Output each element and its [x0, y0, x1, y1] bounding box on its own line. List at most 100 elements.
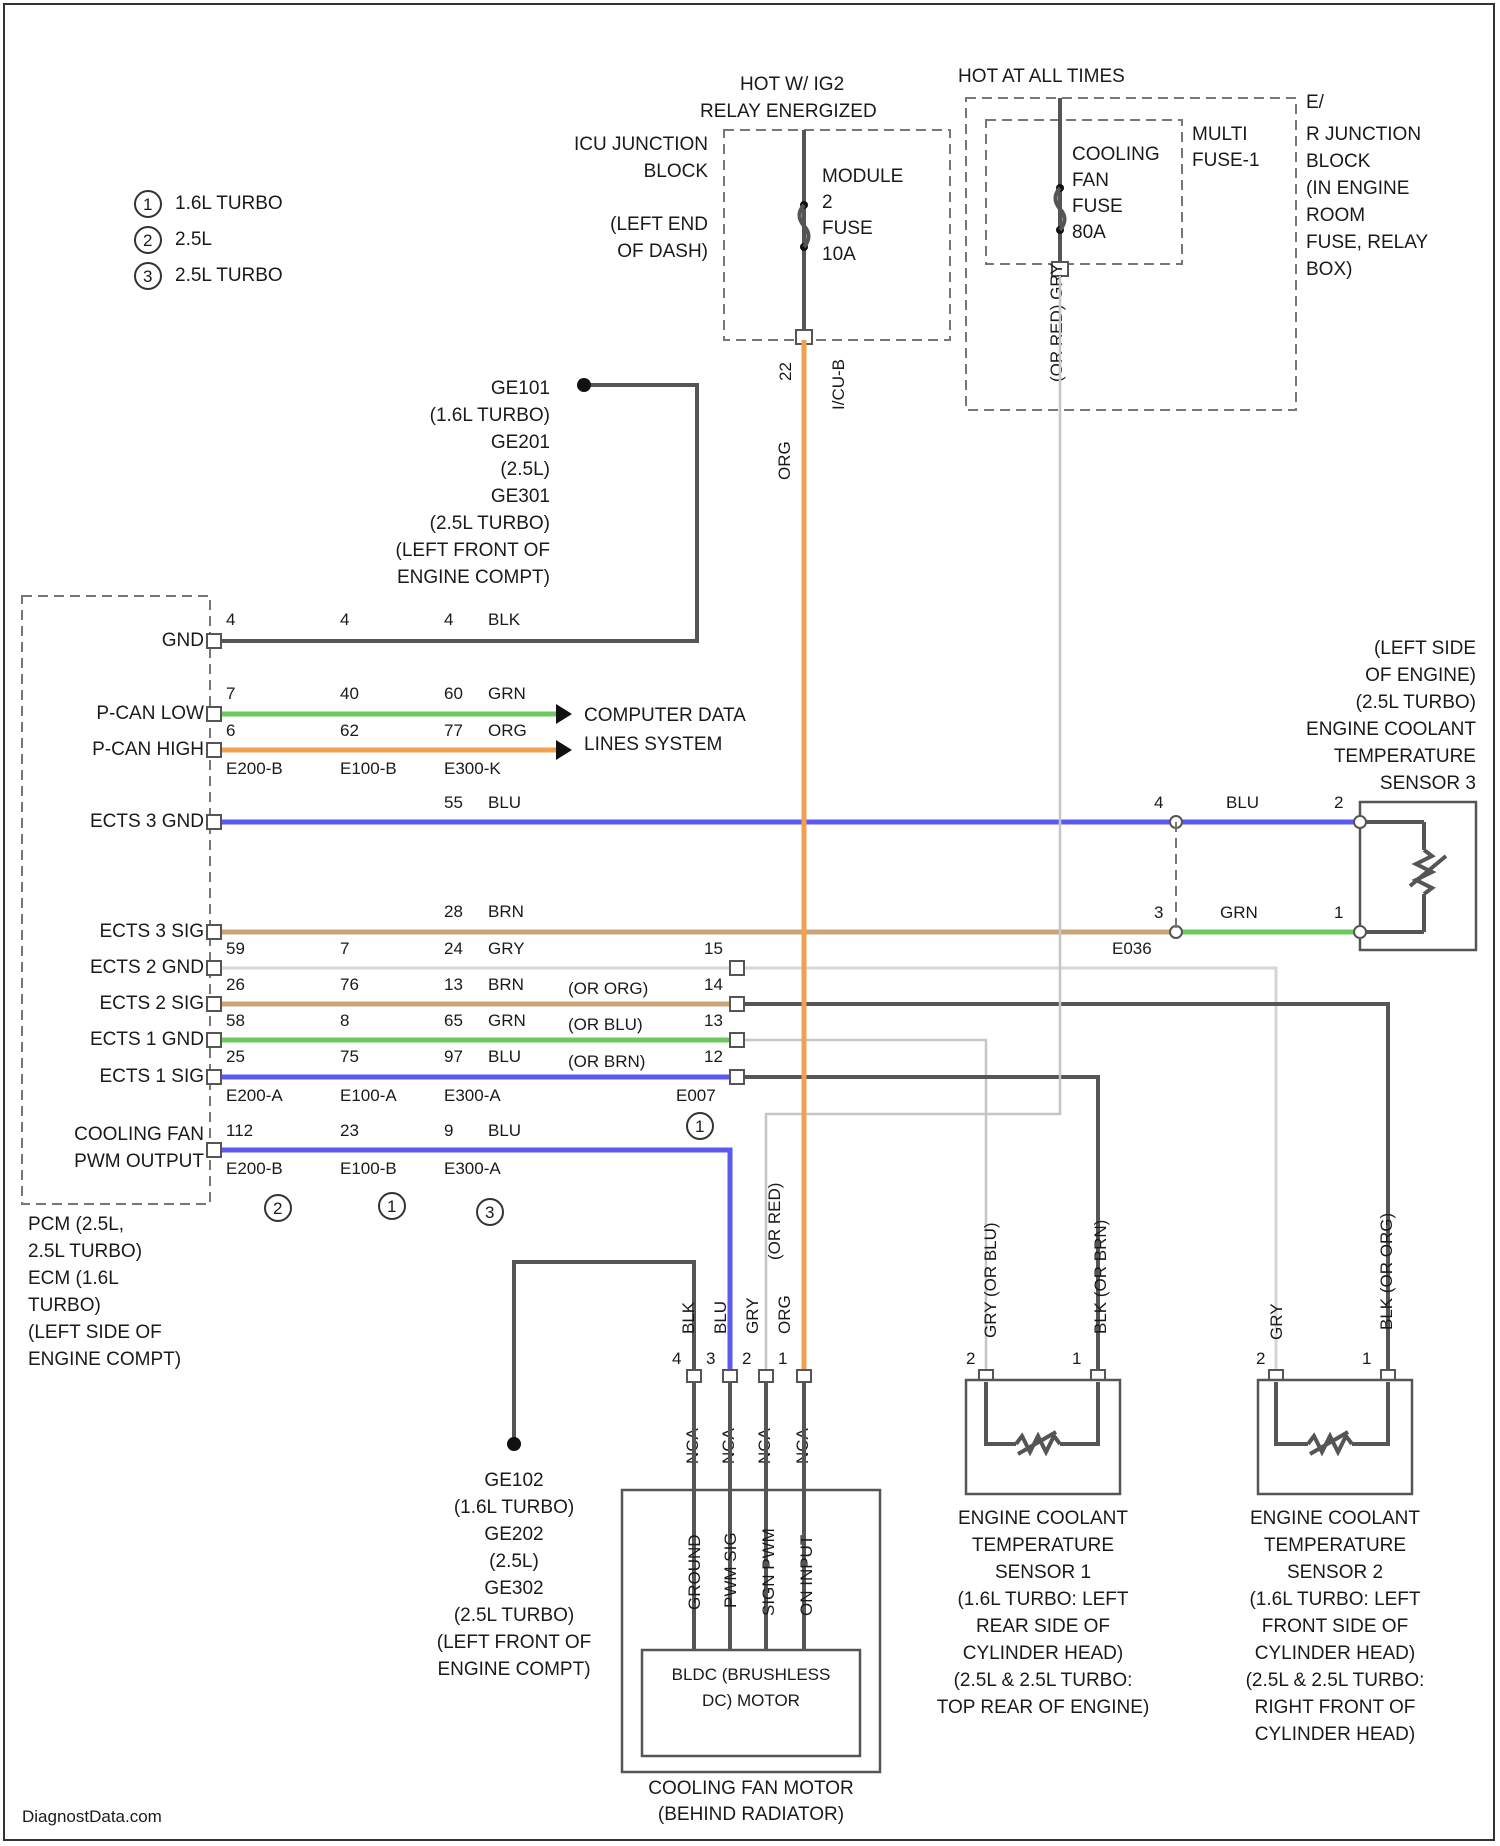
ground-top-label: GE101 (1.6L TURBO) GE201 (2.5L) GE301 (2… — [396, 378, 550, 588]
pcm-row-ects2-gnd-label: ECTS 2 GND — [90, 957, 204, 978]
pcm-row-pcan-high-color: ORG — [488, 721, 527, 740]
pcm-row-ects1-sig-p2: 75 — [340, 1047, 359, 1066]
sensor1-pin-2: 2 — [966, 1349, 975, 1368]
legend-num-3: 3 — [143, 267, 152, 286]
conn-a-1: E200-B — [226, 759, 283, 778]
pcm-row-pcan-high-p3: 77 — [444, 721, 463, 740]
sensor3-label-5: TEMPERATURE — [1334, 746, 1476, 767]
ground-top-8: ENGINE COMPT) — [397, 567, 550, 588]
fan-fuse-label-4: 80A — [1072, 222, 1106, 243]
fan-fuse-label-1: COOLING — [1072, 144, 1160, 165]
sensor2-label-7: (2.5L & 2.5L TURBO: — [1246, 1670, 1425, 1691]
pcm-row-pcan-high-label: P-CAN HIGH — [92, 739, 204, 760]
marker-e007: 1 — [695, 1117, 704, 1136]
fan-pin-1: 1 — [778, 1349, 787, 1368]
legend-num-2: 2 — [143, 231, 152, 250]
sensor2-label-6: CYLINDER HEAD) — [1255, 1643, 1415, 1664]
pcm-row-ects1-sig-p1: 25 — [226, 1047, 245, 1066]
fan-term-sign-pwm: SIGN PWM — [759, 1528, 778, 1616]
pcm-row-ects2-gnd-pin: 15 — [704, 939, 723, 958]
pcm-row-ects2-gnd-color: GRY — [488, 939, 525, 958]
ejb-label-1: E/ — [1306, 92, 1325, 113]
fan-pin-2: 2 — [742, 1349, 751, 1368]
pcm-row-ects1-gnd-pin: 13 — [704, 1011, 723, 1030]
pcm-row-pcan-low-p1: 7 — [226, 684, 235, 703]
pcm-row-ects3-gnd-color: BLU — [488, 793, 521, 812]
ejb-label-2: R JUNCTION — [1306, 124, 1421, 145]
icu-block-line3: (LEFT END — [610, 214, 708, 235]
sensor1-label-4: (1.6L TURBO: LEFT — [957, 1589, 1128, 1610]
icu-block-line1: ICU JUNCTION — [574, 134, 708, 155]
wire-org-vertical: ORG — [775, 441, 794, 480]
fan-pwm-color: BLU — [488, 1121, 521, 1140]
fan-wire-org: ORG — [775, 1295, 794, 1334]
pcm-row-pcan-high-p2: 62 — [340, 721, 359, 740]
conn-b-2: E100-A — [340, 1086, 397, 1105]
fan-fuse-label-3: FUSE — [1072, 196, 1123, 217]
fan-term-on-input: ON INPUT — [797, 1535, 816, 1616]
fan-fuse-label-2: FAN — [1072, 170, 1109, 191]
pcm-row-ects3-gnd-p3: 55 — [444, 793, 463, 812]
sensor3-pin3: 3 — [1154, 903, 1163, 922]
ground-bot-4: (2.5L) — [489, 1551, 539, 1572]
data-lines-1: COMPUTER DATA — [584, 705, 746, 726]
sensor1-label-1: ENGINE COOLANT — [958, 1508, 1128, 1529]
pin-22: 22 — [776, 362, 795, 381]
fan-pin-4: 4 — [672, 1349, 681, 1368]
fan-term-ground: GROUND — [685, 1534, 704, 1610]
sensor1-label-2: TEMPERATURE — [972, 1535, 1114, 1556]
fan-inner-2: DC) MOTOR — [702, 1691, 800, 1710]
legend-label-3: 2.5L TURBO — [175, 265, 283, 286]
fan-wire-blk: BLK — [679, 1301, 698, 1334]
marker-2: 1 — [387, 1197, 396, 1216]
fan-pwm-label-2: PWM OUTPUT — [74, 1151, 204, 1172]
pcm-row-ects1-gnd-label: ECTS 1 GND — [90, 1029, 204, 1050]
pcm-row-ects3-sig-label: ECTS 3 SIG — [99, 921, 204, 942]
sensor1-label-6: CYLINDER HEAD) — [963, 1643, 1123, 1664]
pcm-row-pcan-low-label: P-CAN LOW — [96, 703, 204, 724]
pcm-label-5: (LEFT SIDE OF — [28, 1322, 162, 1343]
sensor1-pin-1: 1 — [1072, 1349, 1081, 1368]
conn-a-3: E300-K — [444, 759, 501, 778]
pcm-row-ects2-sig-p2: 76 — [340, 975, 359, 994]
cooling-fan-motor: BLK BLU GRY (OR RED) ORG 4 3 2 1 NCA NCA… — [622, 1183, 880, 1825]
marker-1: 2 — [273, 1199, 282, 1218]
fan-wire-blu: BLU — [711, 1301, 730, 1334]
pcm-row-gnd-color: BLK — [488, 610, 521, 629]
pcm-row-pcan-low-color: GRN — [488, 684, 526, 703]
fan-pwm-label-1: COOLING FAN — [74, 1124, 204, 1145]
pcm-row-ects2-gnd-p2: 7 — [340, 939, 349, 958]
hot-ig2-line2: RELAY ENERGIZED — [700, 101, 877, 122]
ground-top-3: GE201 — [491, 432, 550, 453]
module-fuse-label-1: MODULE — [822, 166, 903, 187]
wire-ects2-sig-ext — [738, 1004, 1388, 1372]
ground-bot-label: GE102 (1.6L TURBO) GE202 (2.5L) GE302 (2… — [437, 1470, 591, 1680]
sensor3-blu: BLU — [1226, 793, 1259, 812]
pcm-row-ects1-sig-color: BLU — [488, 1047, 521, 1066]
pcm-row-ects2-sig-pin: 14 — [704, 975, 723, 994]
conn-c-2: E100-B — [340, 1159, 397, 1178]
watermark: DiagnostData.com — [22, 1807, 162, 1826]
fan-pwm-p2: 23 — [340, 1121, 359, 1140]
ground-bot-6: (2.5L TURBO) — [454, 1605, 574, 1626]
pcm-row-ects2-sig-label: ECTS 2 SIG — [99, 993, 204, 1014]
hot-ig2-line1: HOT W/ IG2 — [740, 74, 844, 95]
ejb-label-4: (IN ENGINE — [1306, 178, 1409, 199]
conn-b-1: E200-A — [226, 1086, 283, 1105]
sensor3-pin1: 1 — [1334, 903, 1343, 922]
sensor2-pin-2: 2 — [1256, 1349, 1265, 1368]
pcm-row-ects1-gnd-p1: 58 — [226, 1011, 245, 1030]
pcm-row-ects1-gnd-alt: (OR BLU) — [568, 1015, 643, 1034]
pcm-row-ects2-gnd-p1: 59 — [226, 939, 245, 958]
icu-block-line4: OF DASH) — [617, 241, 708, 262]
sensor2-label-2: TEMPERATURE — [1264, 1535, 1406, 1556]
sensor3-pin4: 4 — [1154, 793, 1163, 812]
pcm-row-ects1-sig-p3: 97 — [444, 1047, 463, 1066]
pcm-row-pcan-high-p1: 6 — [226, 721, 235, 740]
ground-bot-7: (LEFT FRONT OF — [437, 1632, 591, 1653]
fan-label-2: (BEHIND RADIATOR) — [658, 1804, 844, 1825]
sensor2-pin-1: 1 — [1362, 1349, 1371, 1368]
sensor1-wire-1: GRY (OR BLU) — [981, 1222, 1000, 1338]
sensor3-box — [1360, 802, 1476, 950]
